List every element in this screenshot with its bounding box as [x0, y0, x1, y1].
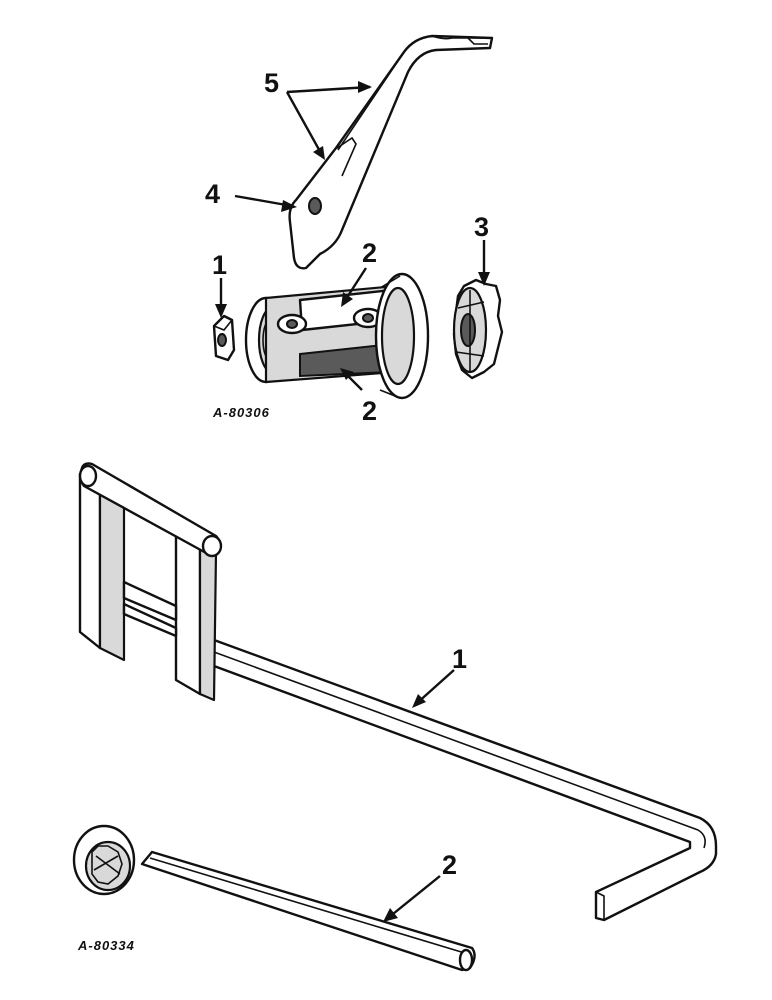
upper-assembly: 5 4 1 2 3 2 A-80306 [205, 34, 504, 426]
callout-3: 3 [474, 212, 489, 242]
callout-2-upper-top: 2 [362, 238, 377, 268]
arm-bracket [288, 34, 494, 270]
callout-4: 4 [205, 179, 220, 209]
callout-5: 5 [264, 68, 279, 98]
hub-assembly [244, 272, 430, 400]
figure-reference-upper: A-80306 [212, 405, 270, 420]
callout-1-lower: 1 [452, 644, 467, 674]
sprocket [452, 278, 504, 380]
socket-wrench [72, 824, 476, 972]
lower-assembly: 1 2 A-80334 [72, 462, 718, 972]
frame-handle [78, 462, 718, 922]
figure-reference-lower: A-80334 [77, 938, 135, 953]
callout-2-lower: 2 [442, 850, 457, 880]
upper-leaders [215, 81, 490, 391]
lower-leaders [383, 669, 455, 922]
callout-1-upper: 1 [212, 250, 227, 280]
callout-2-upper-bottom: 2 [362, 396, 377, 426]
nut [212, 314, 236, 362]
